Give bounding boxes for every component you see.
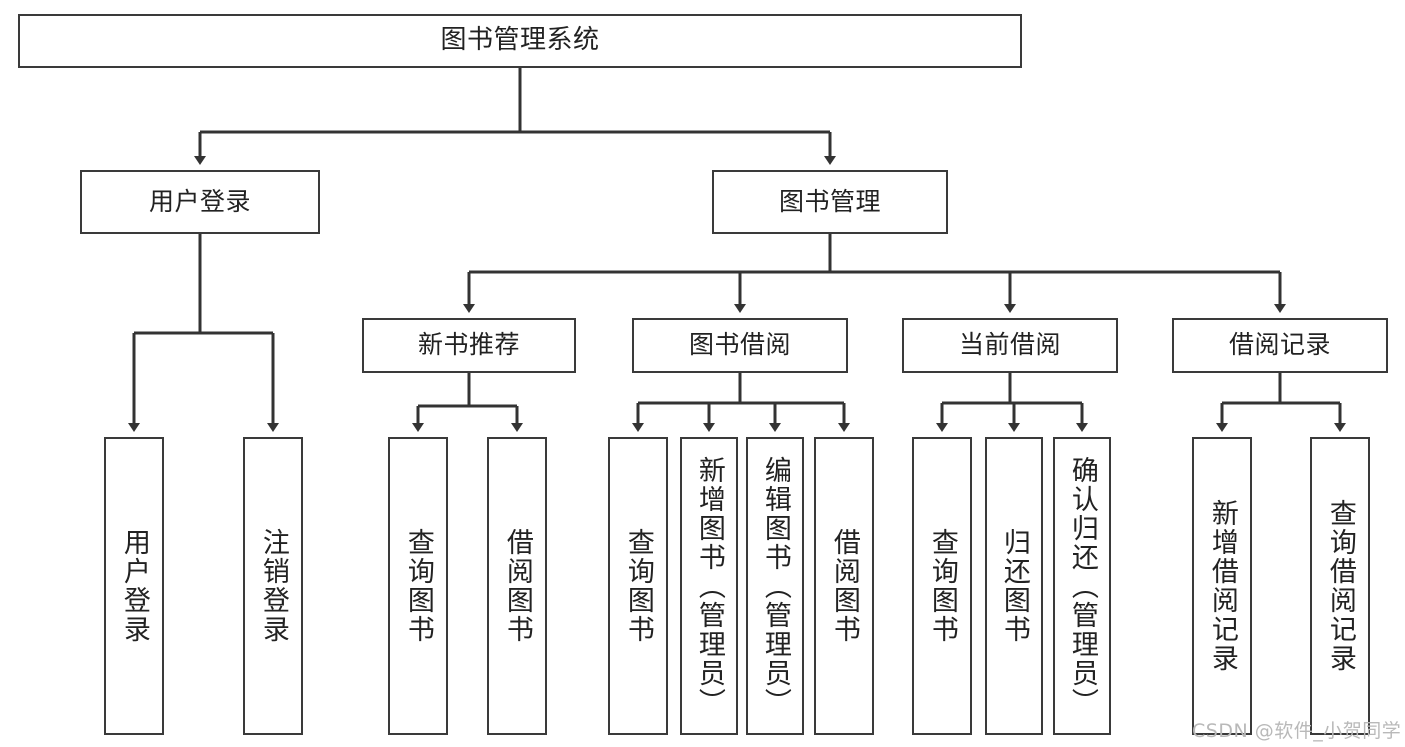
node-root-label: 图书管理系统 — [440, 25, 600, 56]
node-leaf-confirm-return-label: 确认归还（管理员） — [1066, 455, 1098, 717]
node-leaf-confirm-return[interactable]: 确认归还（管理员） — [1053, 437, 1111, 735]
node-leaf-borrow-book-1[interactable]: 借阅图书 — [487, 437, 547, 735]
node-book-borrow[interactable]: 图书借阅 — [632, 318, 848, 373]
node-leaf-user-login[interactable]: 用户登录 — [104, 437, 164, 735]
node-leaf-add-record[interactable]: 新增借阅记录 — [1192, 437, 1252, 735]
node-leaf-query-record-label: 查询借阅记录 — [1324, 499, 1356, 673]
node-leaf-edit-book[interactable]: 编辑图书（管理员） — [746, 437, 804, 735]
node-current-borrow[interactable]: 当前借阅 — [902, 318, 1118, 373]
node-user-login-label: 用户登录 — [148, 186, 251, 216]
csdn-watermark: CSDN @软件_小贺同学 — [1192, 720, 1402, 742]
node-leaf-user-logout-label: 注销登录 — [257, 528, 289, 644]
node-book-manage-label: 图书管理 — [778, 186, 881, 216]
node-leaf-borrow-book-2[interactable]: 借阅图书 — [814, 437, 874, 735]
node-book-borrow-label: 图书借阅 — [688, 330, 791, 360]
node-leaf-borrow-book-2-label: 借阅图书 — [828, 528, 860, 644]
node-leaf-edit-book-label: 编辑图书（管理员） — [759, 455, 791, 717]
node-book-manage[interactable]: 图书管理 — [712, 170, 948, 234]
node-leaf-return-book[interactable]: 归还图书 — [985, 437, 1043, 735]
node-leaf-borrow-book-1-label: 借阅图书 — [501, 528, 533, 644]
node-leaf-return-book-label: 归还图书 — [998, 528, 1030, 644]
node-borrow-record[interactable]: 借阅记录 — [1172, 318, 1388, 373]
node-leaf-add-book[interactable]: 新增图书（管理员） — [680, 437, 738, 735]
node-leaf-query-record[interactable]: 查询借阅记录 — [1310, 437, 1370, 735]
node-leaf-query-book-3-label: 查询图书 — [926, 528, 958, 644]
node-user-login[interactable]: 用户登录 — [80, 170, 320, 234]
node-leaf-query-book-1-label: 查询图书 — [402, 528, 434, 644]
node-new-book-rec-label: 新书推荐 — [417, 330, 520, 360]
node-leaf-user-login-label: 用户登录 — [118, 528, 150, 644]
node-leaf-user-logout[interactable]: 注销登录 — [243, 437, 303, 735]
node-leaf-add-book-label: 新增图书（管理员） — [693, 455, 725, 717]
node-leaf-query-book-1[interactable]: 查询图书 — [388, 437, 448, 735]
node-current-borrow-label: 当前借阅 — [958, 330, 1061, 360]
node-leaf-add-record-label: 新增借阅记录 — [1206, 499, 1238, 673]
node-borrow-record-label: 借阅记录 — [1228, 330, 1331, 360]
node-new-book-rec[interactable]: 新书推荐 — [362, 318, 576, 373]
node-leaf-query-book-2-label: 查询图书 — [622, 528, 654, 644]
node-leaf-query-book-3[interactable]: 查询图书 — [912, 437, 972, 735]
node-root[interactable]: 图书管理系统 — [18, 14, 1022, 68]
node-leaf-query-book-2[interactable]: 查询图书 — [608, 437, 668, 735]
